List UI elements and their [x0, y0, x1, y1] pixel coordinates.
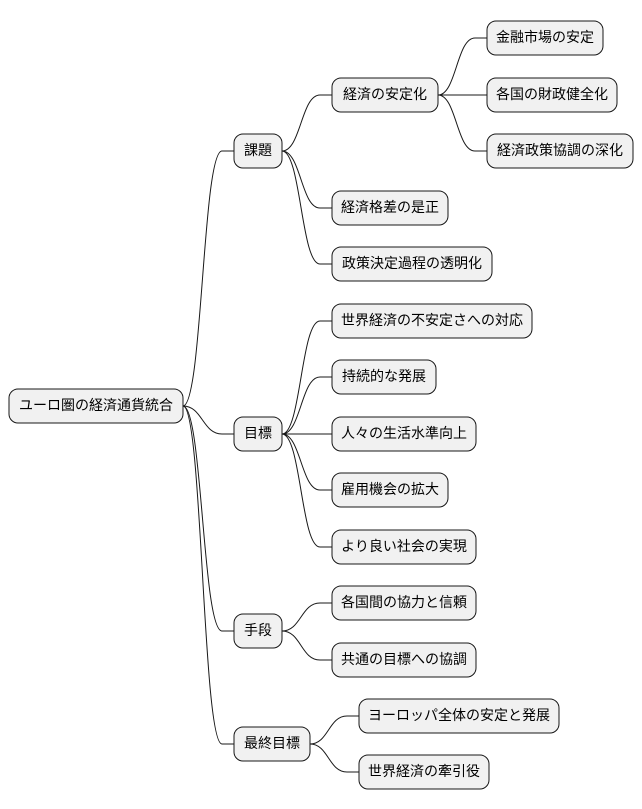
goal-better-society-node: より良い社会の実現 [331, 529, 477, 565]
challenge-economic-stabilization-label: 経済の安定化 [343, 87, 427, 103]
final-global-leader-label: 世界経済の牽引役 [368, 763, 480, 780]
edge-root-final-goal [182, 405, 234, 745]
edge-root-challenges [182, 150, 234, 407]
mindmap-connectors [182, 37, 487, 773]
final-europe-stability-node: ヨーロッパ全体の安定と発展 [358, 698, 560, 734]
branch-challenges-label: 課題 [244, 143, 272, 159]
branch-goals-label: 目標 [244, 426, 272, 442]
edge-means-common-goal [281, 630, 332, 661]
final-global-leader-node: 世界経済の牽引役 [358, 754, 490, 790]
goal-sustainable-development-node: 持続的な発展 [331, 359, 437, 395]
branch-means-node: 手段 [233, 613, 283, 649]
challenge-economic-stabilization-node: 経済の安定化 [331, 77, 439, 113]
final-europe-stability-label: ヨーロッパ全体の安定と発展 [368, 707, 550, 724]
edge-goals-society [281, 433, 332, 548]
stabilization-policy-coordination-node: 経済政策協調の深化 [486, 133, 634, 169]
branch-challenges-node: 課題 [233, 133, 283, 169]
goal-better-society-label: より良い社会の実現 [341, 539, 467, 555]
edge-goals-sustainable [281, 376, 332, 435]
branch-means-label: 手段 [244, 623, 272, 639]
root-node: ユーロ圏の経済通貨統合 [8, 388, 184, 424]
edge-goals-employment [281, 433, 332, 491]
edge-challenges-stabilization [281, 94, 332, 152]
branch-final-goal-label: 最終目標 [244, 736, 300, 752]
root-node-label: ユーロ圏の経済通貨統合 [19, 397, 173, 414]
challenge-transparency-node: 政策決定過程の透明化 [331, 246, 493, 282]
stabilization-financial-markets-node: 金融市場の安定 [486, 20, 604, 56]
edge-final-leader [309, 743, 359, 773]
challenge-transparency-label: 政策決定過程の透明化 [342, 255, 482, 272]
means-cooperation-node: 各国間の協力と信頼 [331, 585, 477, 621]
edge-final-europe [309, 715, 359, 745]
goal-employment-node: 雇用機会の拡大 [331, 472, 449, 508]
edge-means-cooperation [281, 602, 332, 632]
goal-sustainable-development-label: 持続的な発展 [342, 368, 426, 385]
edge-challenges-disparity [281, 150, 332, 209]
edge-root-means [182, 405, 234, 632]
stabilization-fiscal-health-label: 各国の財政健全化 [496, 86, 608, 103]
stabilization-fiscal-health-node: 各国の財政健全化 [486, 77, 618, 113]
edge-root-goals [182, 405, 234, 435]
edge-challenges-transparency [281, 150, 332, 265]
branch-final-goal-node: 最終目標 [233, 726, 311, 762]
goal-employment-label: 雇用機会の拡大 [341, 481, 439, 498]
goal-global-instability-label: 世界経済の不安定さへの対応 [341, 313, 523, 329]
edge-goals-instability [281, 320, 332, 435]
means-common-goal-node: 共通の目標への協調 [331, 642, 477, 678]
means-common-goal-label: 共通の目標への協調 [341, 652, 467, 668]
edge-stabilization-financial [437, 37, 487, 96]
stabilization-policy-coordination-label: 経済政策協調の深化 [497, 142, 623, 159]
goal-living-standards-node: 人々の生活水準向上 [331, 416, 477, 452]
edge-stabilization-coordination [437, 94, 487, 152]
branch-goals-node: 目標 [233, 416, 283, 452]
means-cooperation-label: 各国間の協力と信頼 [341, 595, 467, 611]
goal-global-instability-node: 世界経済の不安定さへの対応 [331, 303, 533, 339]
challenge-disparity-node: 経済格差の是正 [331, 190, 449, 226]
goal-living-standards-label: 人々の生活水準向上 [341, 426, 467, 442]
stabilization-financial-markets-label: 金融市場の安定 [496, 29, 594, 46]
challenge-disparity-label: 経済格差の是正 [341, 200, 439, 216]
